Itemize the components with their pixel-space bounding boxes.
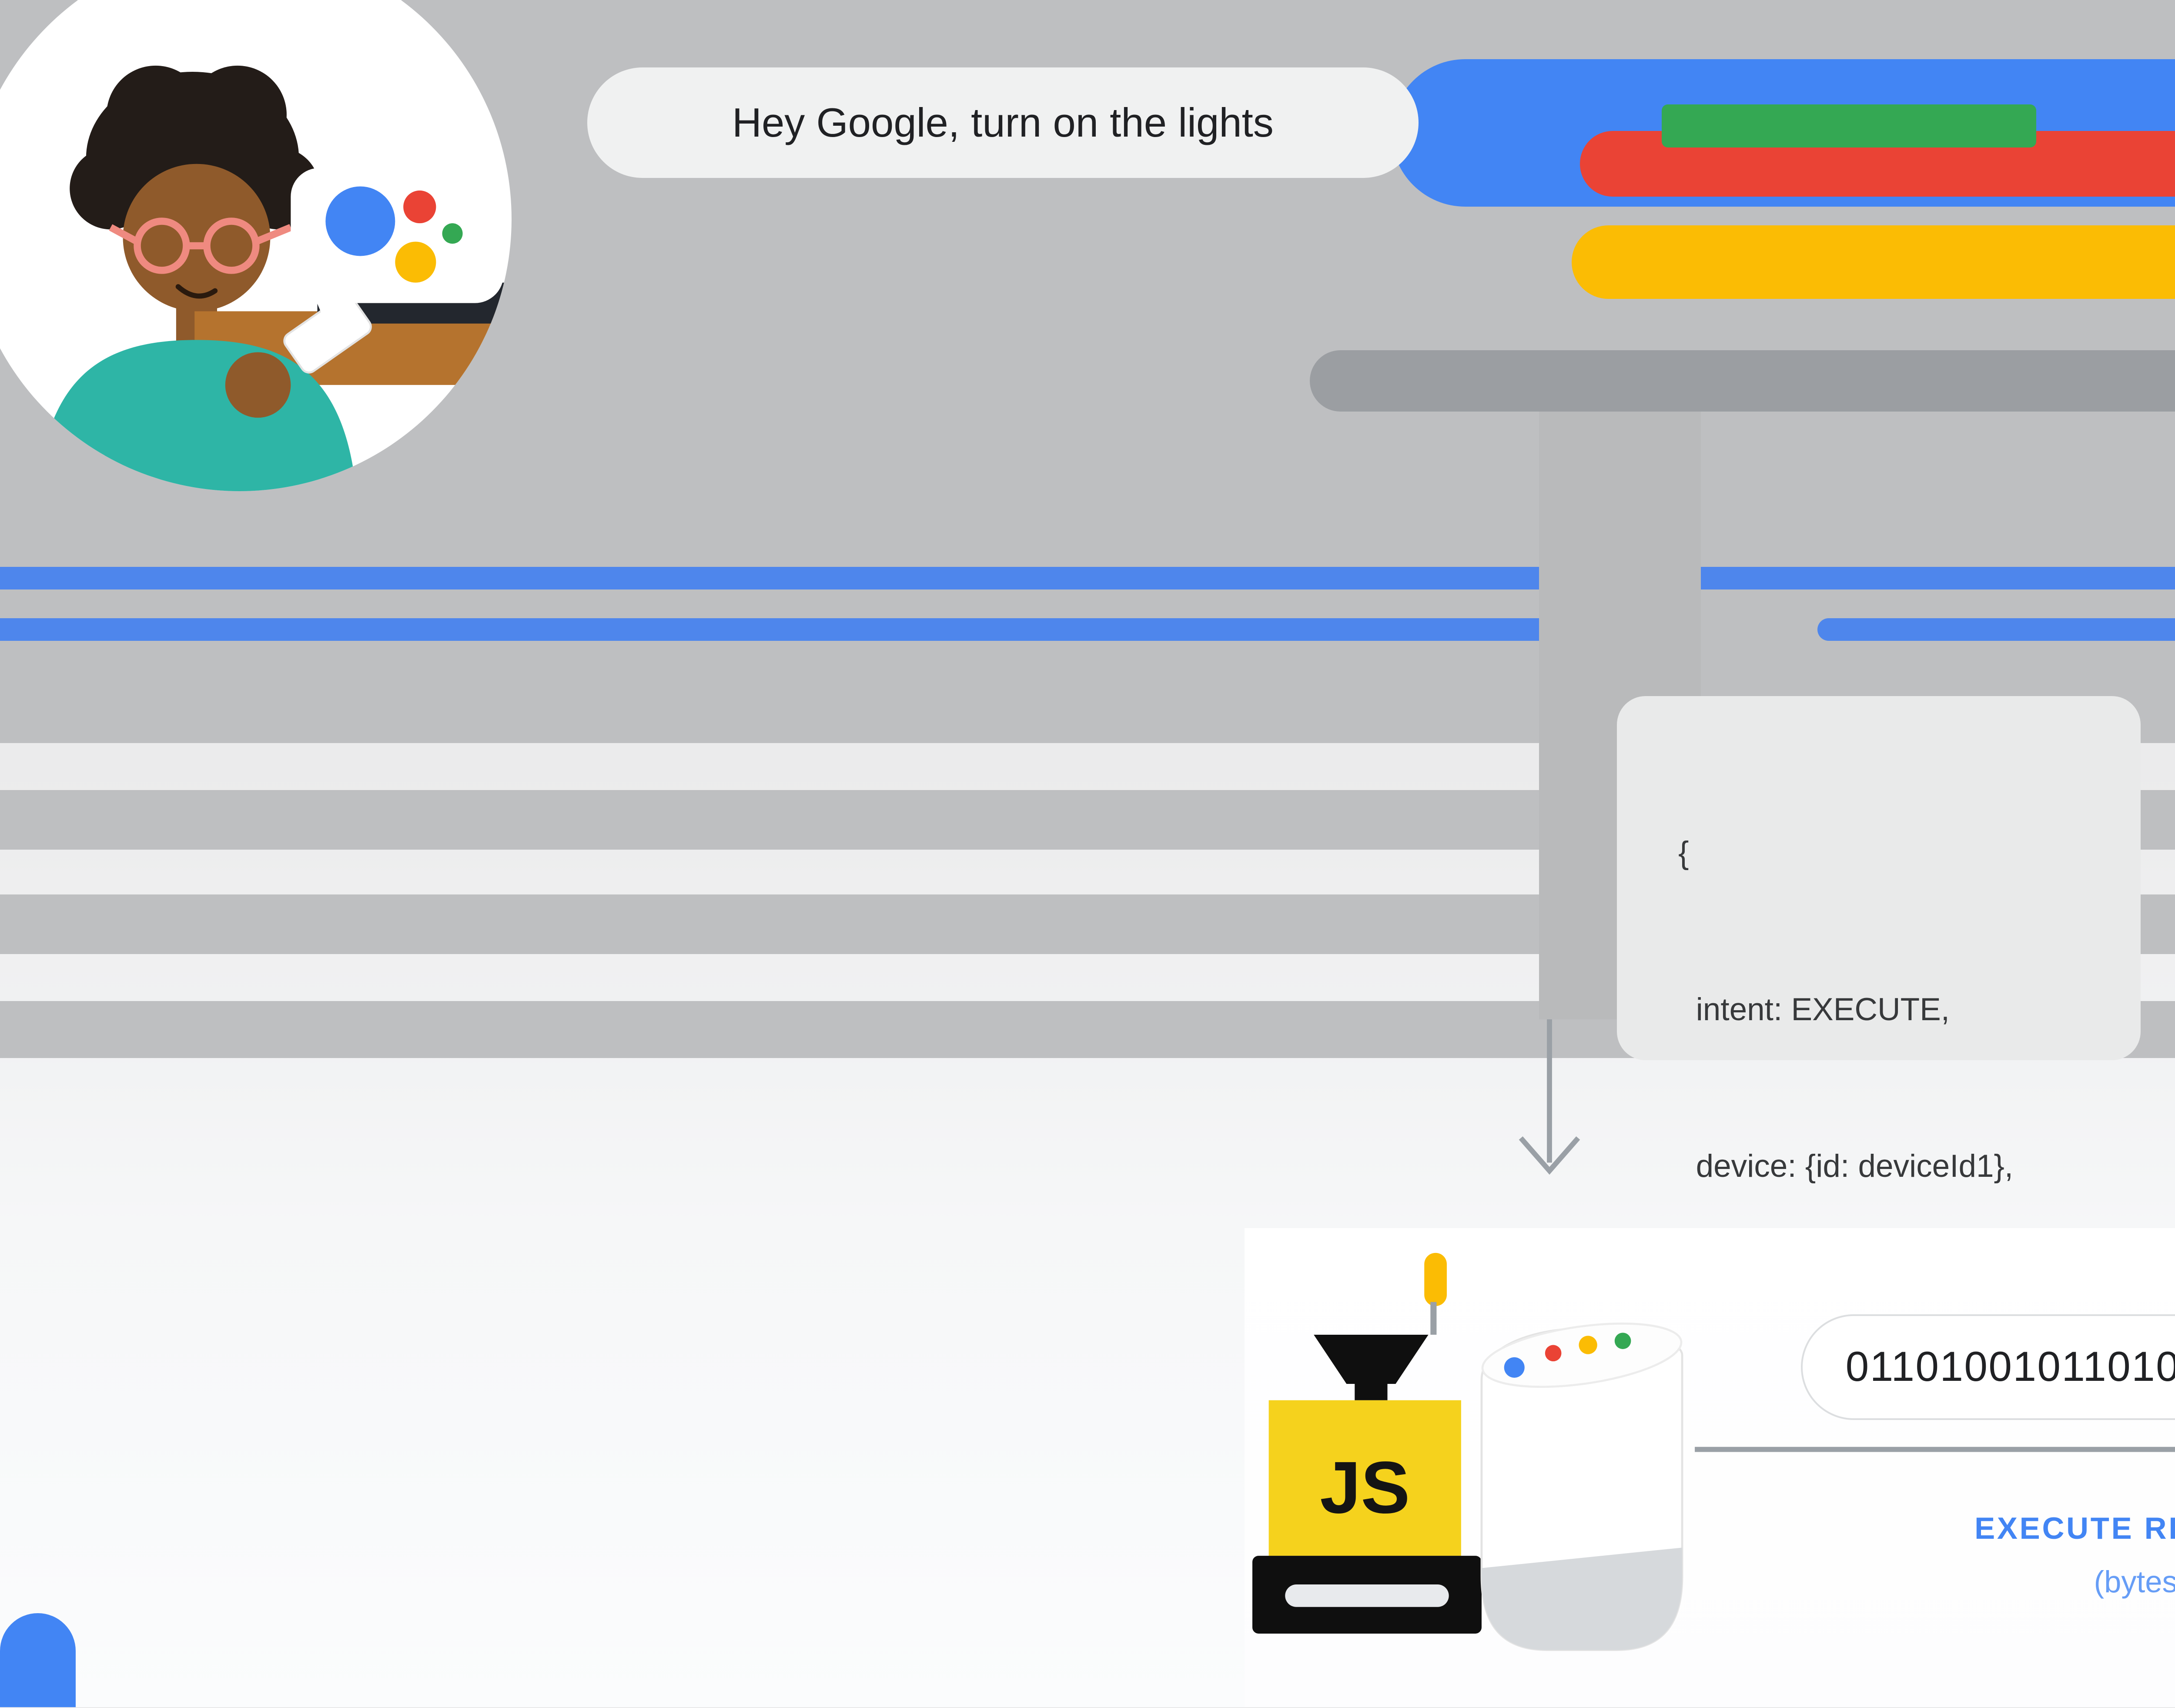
decor-bar-yellow <box>1572 225 2175 299</box>
json-line: device: {id: deviceId1}, <box>1678 1148 2014 1184</box>
js-badge-text: JS <box>1320 1446 1410 1528</box>
json-line: intent: EXECUTE, <box>1678 991 1950 1027</box>
json-line: { <box>1678 835 1689 871</box>
decor-bar-green <box>1662 104 2037 147</box>
decor-blue-line <box>1700 567 2175 590</box>
decor-blue-line <box>0 567 1541 590</box>
js-logo-icon: JS <box>1252 1253 1482 1634</box>
binary-text: 01101001011010110001110110 <box>1845 1343 2175 1390</box>
right-arrow-icon <box>1694 1447 2175 1452</box>
decor-gray-bar <box>1310 350 2175 412</box>
user-speech-text: Hey Google, turn on the lights <box>732 100 1274 146</box>
execute-request-sublabel: (bytes) <box>2094 1564 2175 1599</box>
person-illustration <box>37 65 512 492</box>
speaker-body <box>1481 1322 1683 1651</box>
person-face <box>123 164 271 311</box>
person-hand <box>225 352 291 418</box>
assistant-speech-bubble <box>291 167 504 328</box>
execute-request-bytes: 01101001011010110001110110 <box>1801 1314 2175 1420</box>
person-smile <box>175 284 218 299</box>
person-glasses <box>109 217 292 274</box>
assistant-logo-icon <box>325 186 463 283</box>
decor-blue-line <box>1817 618 2175 641</box>
user-speech-bubble: Hey Google, turn on the lights <box>587 67 1419 178</box>
intent-json-tooltip: { intent: EXECUTE, device: {id: deviceId… <box>1616 696 2141 1654</box>
user-avatar <box>0 0 512 492</box>
person-sleeve <box>90 381 271 492</box>
down-arrow-icon <box>1519 1019 1580 1175</box>
phone-icon <box>283 294 372 374</box>
decor-bottom-blue <box>0 1613 76 1707</box>
google-home-speaker-icon: JS <box>1252 1253 1683 1651</box>
execute-request-label: EXECUTE REQUEST <box>1974 1511 2175 1546</box>
decor-blue-line <box>0 618 1541 641</box>
